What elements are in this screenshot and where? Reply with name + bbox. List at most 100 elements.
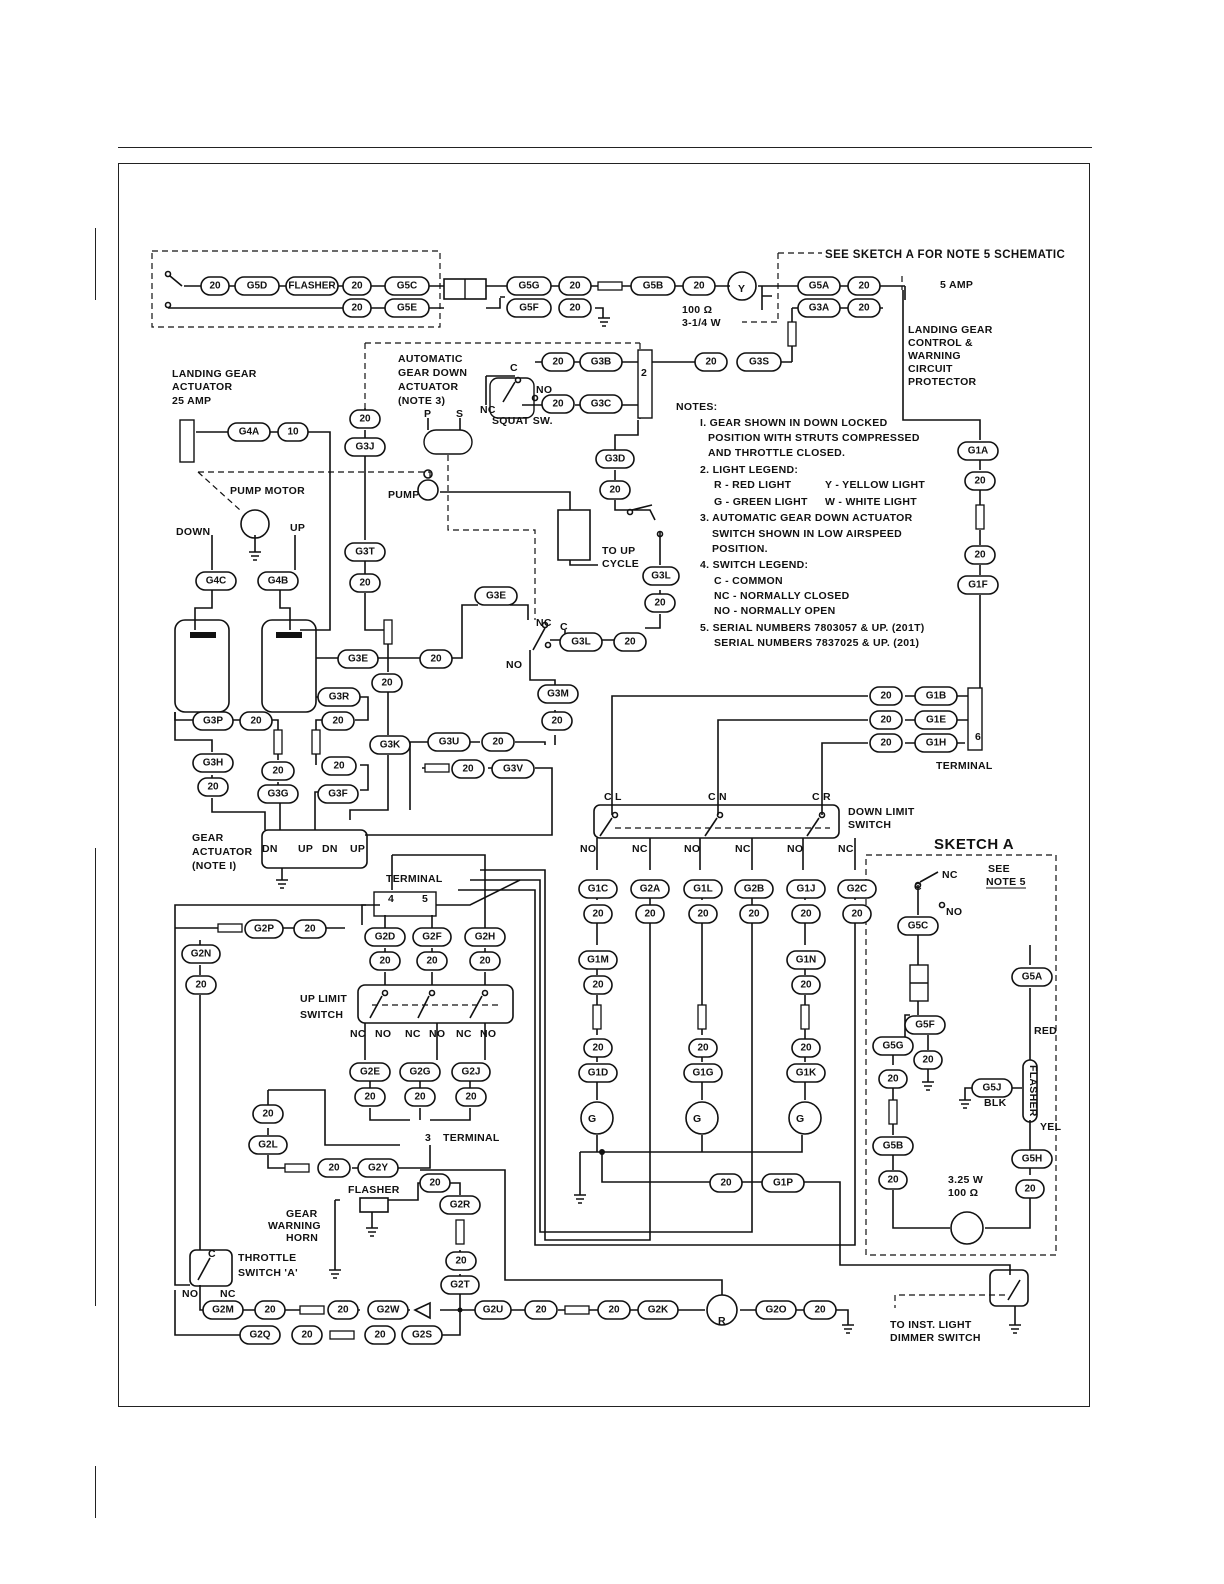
svg-text:G2W: G2W [377,1305,400,1316]
wire-label: G3T [344,542,386,562]
svg-text:RED: RED [1034,1025,1057,1037]
svg-text:20: 20 [304,924,316,935]
svg-text:20: 20 [455,1256,467,1267]
component-labels: SEE SKETCH A FOR NOTE 5 SCHEMATIC 5 AMP … [172,249,1065,1344]
svg-text:20: 20 [479,956,491,967]
svg-text:G1F: G1F [968,580,987,591]
wire-label: G3E [337,649,379,669]
wire-label: G3L [559,632,603,652]
margin-bar [95,228,96,300]
wire-label: 20 [321,756,357,776]
svg-text:G5B: G5B [883,1141,904,1152]
wire-label: 20 [739,904,769,924]
sketch-a-title: SKETCH A [934,836,1014,853]
wire-label: G2Q [239,1325,281,1345]
notes-heading: NOTES: [676,401,717,413]
svg-text:NC: NC [456,1028,472,1040]
wire-label: G5D [234,276,280,296]
svg-text:DOWN: DOWN [176,526,210,538]
svg-text:20: 20 [462,764,474,775]
svg-text:20: 20 [814,1305,826,1316]
margin-bar [95,848,96,1306]
svg-text:NC: NC [838,843,854,855]
svg-text:DOWN LIMIT: DOWN LIMIT [848,806,915,818]
wire-label: G1E [914,710,958,730]
notes-block: NOTES: I. GEAR SHOWN IN DOWN LOCKED POSI… [676,401,925,649]
wire-label: G5H [1011,1149,1053,1169]
svg-text:C: C [510,362,518,374]
svg-text:G5C: G5C [908,921,929,932]
wire-label: G3M [537,684,579,704]
svg-text:ACTUATOR: ACTUATOR [192,846,252,858]
wire-label: 20 [541,352,575,372]
svg-text:G3C: G3C [591,399,612,410]
svg-text:25 AMP: 25 AMP [172,395,211,407]
svg-text:WARNING: WARNING [268,1220,321,1232]
svg-text:PUMP MOTOR: PUMP MOTOR [230,485,305,497]
svg-text:L: L [615,791,622,803]
svg-text:G2S: G2S [412,1330,432,1341]
wire-label: 20 [613,632,647,652]
wire-label: G2G [399,1062,441,1082]
svg-text:G3F: G3F [328,789,347,800]
wire-label: 20 [644,593,676,613]
wire-label: 20 [842,904,872,924]
wire-label: G1G [683,1063,723,1083]
svg-text:G2U: G2U [483,1305,504,1316]
svg-text:20: 20 [351,303,363,314]
svg-text:G3V: G3V [503,764,523,775]
svg-text:20: 20 [264,1305,276,1316]
svg-text:NC: NC [480,404,496,416]
svg-text:NO: NO [946,906,962,918]
svg-text:Y - YELLOW LIGHT: Y - YELLOW LIGHT [825,479,925,491]
wire-label: G4B [257,571,299,591]
wire-label: G5A [1011,967,1053,987]
svg-text:G3J: G3J [356,442,375,453]
wire-label: 20 [847,276,881,296]
wire-label: G5F [506,298,552,318]
svg-text:G3P: G3P [203,716,223,727]
wire-label: G1F [957,575,999,595]
wire-label: 20 [416,951,448,971]
header-rule [118,147,1092,148]
svg-text:20: 20 [887,1074,899,1085]
svg-text:G3L: G3L [571,637,590,648]
svg-text:5 AMP: 5 AMP [940,279,973,291]
svg-text:PROTECTOR: PROTECTOR [908,376,977,388]
svg-text:CYCLE: CYCLE [602,558,639,570]
svg-text:G2K: G2K [648,1305,669,1316]
svg-text:THROTTLE: THROTTLE [238,1252,296,1264]
svg-text:CIRCUIT: CIRCUIT [908,363,953,375]
wire-label: 20 [964,471,996,491]
wire-label: G2F [412,927,452,947]
svg-text:20: 20 [359,578,371,589]
svg-text:G: G [796,1113,804,1125]
svg-text:SEE: SEE [988,863,1010,875]
wire-label: G1C [578,879,618,899]
wire-label: 20 [599,480,631,500]
svg-text:AND THROTTLE CLOSED.: AND THROTTLE CLOSED. [708,447,845,459]
svg-text:G2F: G2F [422,932,441,943]
svg-text:ACTUATOR: ACTUATOR [398,381,458,393]
svg-text:R: R [718,1315,726,1327]
svg-text:100 Ω: 100 Ω [682,304,712,316]
svg-text:DN: DN [322,843,338,855]
wire-label: G1K [786,1063,826,1083]
wire-label: G3J [344,437,386,457]
wire-label: G5A [797,276,841,296]
svg-text:G3B: G3B [591,357,612,368]
svg-text:G2P: G2P [254,924,274,935]
svg-text:G2Q: G2Q [249,1330,270,1341]
svg-text:TERMINAL: TERMINAL [443,1132,500,1144]
svg-text:20: 20 [1024,1184,1036,1195]
wire-label: 20 [445,1251,477,1271]
svg-text:3.25 W: 3.25 W [948,1174,983,1186]
yellow-lamp-icon [727,271,757,301]
wire-label: G3K [369,735,411,755]
svg-text:C: C [708,791,716,803]
wire-label: G5G [872,1036,914,1056]
wire-label: G3V [491,759,535,779]
wire-label: 20 [1015,1179,1045,1199]
svg-text:20: 20 [592,1043,604,1054]
svg-text:G2H: G2H [475,932,496,943]
